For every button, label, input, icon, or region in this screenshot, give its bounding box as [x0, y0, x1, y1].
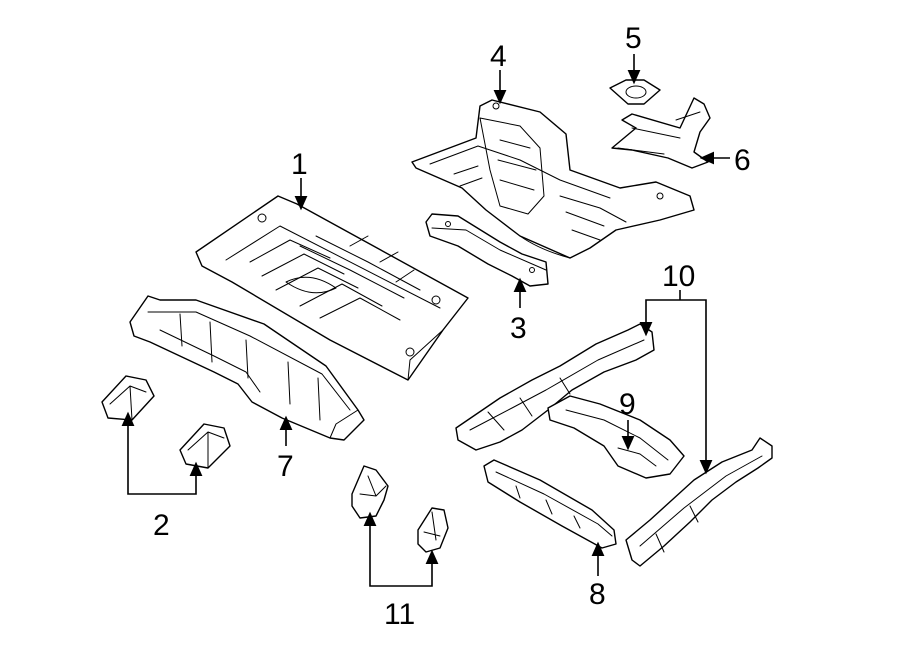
part-9-bracket-panel[interactable]	[547, 395, 685, 479]
callout-labels: 1 2 3 4 5 6 7 8 9 10 11	[153, 22, 751, 631]
leader-2-right	[162, 461, 203, 495]
part-11-bracket-upper[interactable]	[351, 465, 389, 519]
part-8-rail-extension[interactable]	[483, 459, 617, 549]
part-2-bracket-lower[interactable]	[179, 423, 231, 469]
leader-10-left	[639, 299, 680, 337]
callout-2: 2	[153, 509, 170, 542]
part-6-cross-bracket[interactable]	[611, 97, 711, 169]
part-4-rear-floor-pan[interactable]	[411, 99, 695, 259]
leader-11-right	[402, 549, 439, 587]
callout-1: 1	[291, 148, 308, 181]
part-2-bracket-upper[interactable]	[101, 375, 155, 421]
callout-5: 5	[625, 22, 642, 55]
part-3-rear-cross-panel[interactable]	[425, 213, 549, 287]
callout-6: 6	[734, 144, 751, 177]
part-7-cross-member[interactable]	[129, 295, 365, 441]
callout-4: 4	[490, 40, 507, 73]
callout-10: 10	[662, 260, 695, 293]
leader-2-left	[121, 411, 162, 495]
callout-8: 8	[589, 578, 606, 611]
callout-11: 11	[384, 598, 415, 631]
part-1-floor-pan[interactable]	[195, 195, 469, 381]
leader-10-right	[680, 299, 713, 475]
callout-3: 3	[510, 312, 527, 345]
part-5-cap-bracket[interactable]	[609, 79, 661, 105]
part-10-rear-rail-right[interactable]	[625, 437, 773, 567]
part-11-bracket-lower[interactable]	[417, 507, 449, 553]
part-10-rear-rail-left[interactable]	[455, 323, 655, 451]
leader-lines	[121, 54, 730, 587]
callout-7: 7	[277, 450, 294, 483]
callout-9: 9	[619, 388, 636, 421]
leader-11-left	[363, 511, 402, 587]
